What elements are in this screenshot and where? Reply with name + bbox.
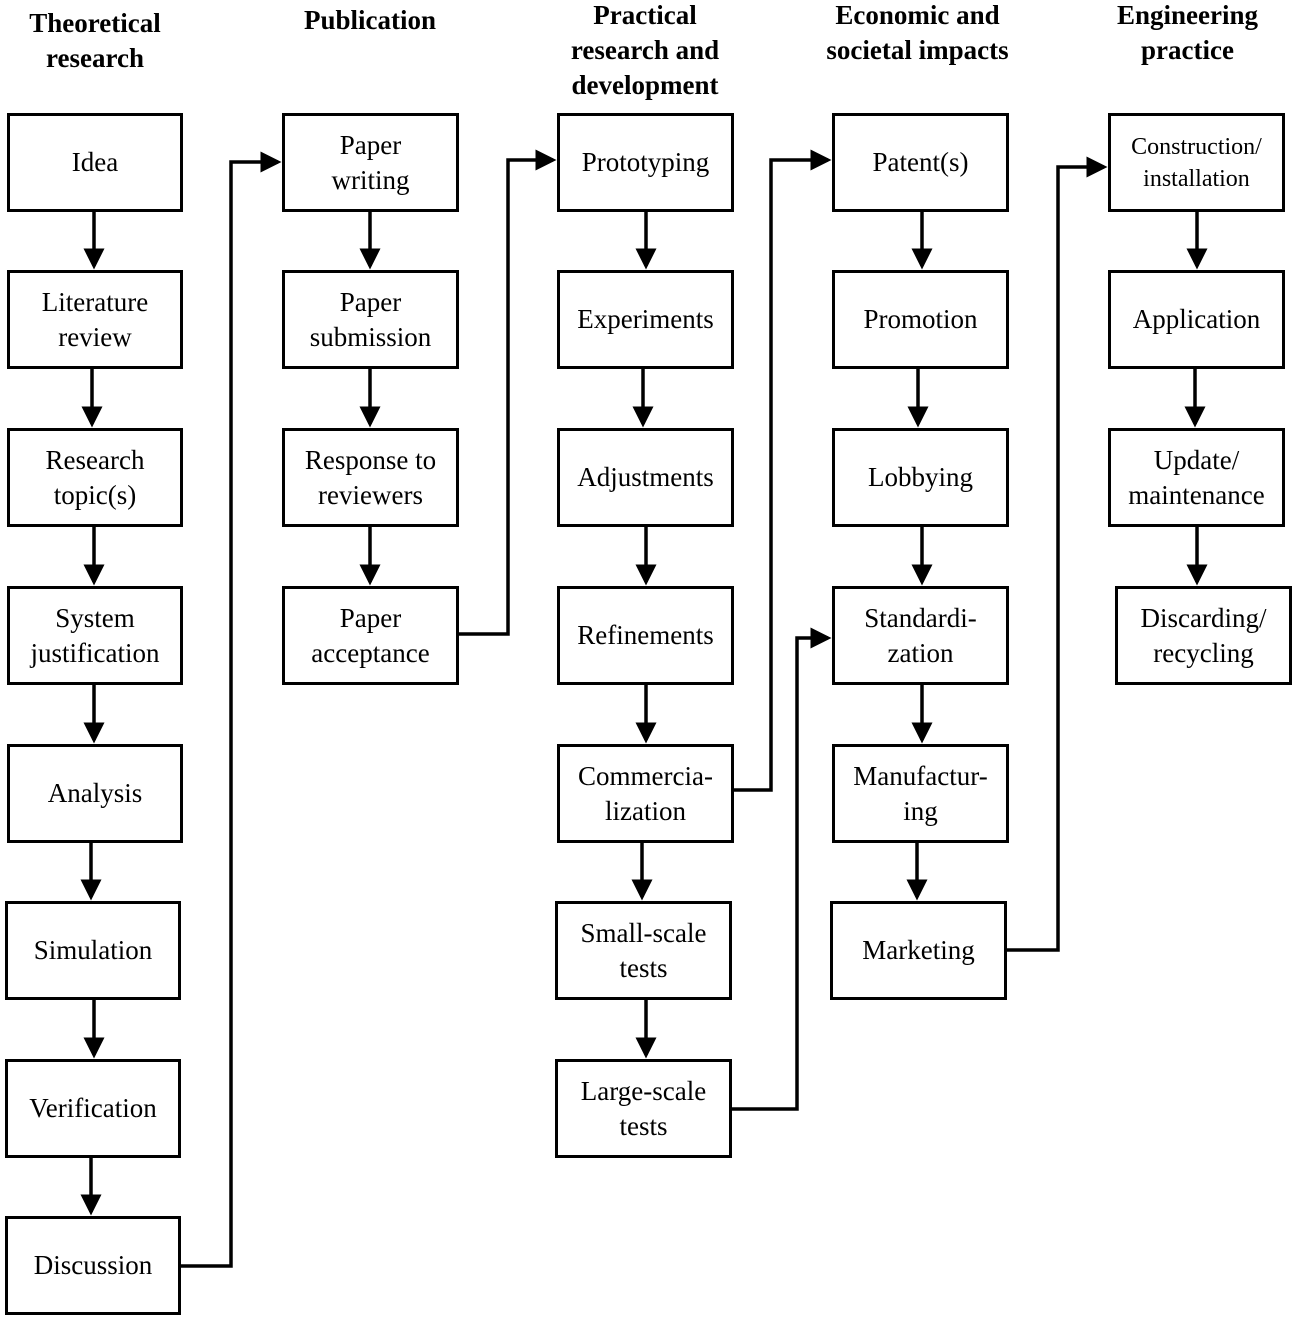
step-marketing: Marketing xyxy=(830,901,1007,1000)
link-commercialization-to-patents xyxy=(734,149,832,792)
step-system-justification: System justification xyxy=(7,586,183,685)
header-practical-rd: Practical research and development xyxy=(570,0,720,100)
step-idea: Idea xyxy=(7,113,183,212)
step-paper-submission: Paper submission xyxy=(282,270,459,369)
step-literature-review: Literature review xyxy=(7,270,183,369)
link-large-tests-to-standardization xyxy=(732,627,832,1111)
step-paper-writing: Paper writing xyxy=(282,113,459,212)
step-construction-installation: Construction/ installation xyxy=(1108,113,1285,212)
step-verification: Verification xyxy=(5,1059,181,1158)
step-prototyping: Prototyping xyxy=(557,113,734,212)
link-acceptance-to-prototyping xyxy=(459,149,557,636)
step-small-scale-tests: Small-scale tests xyxy=(555,901,732,1000)
step-analysis: Analysis xyxy=(7,744,183,843)
header-publication: Publication xyxy=(303,5,437,35)
step-promotion: Promotion xyxy=(832,270,1009,369)
link-discussion-to-paper-writing xyxy=(181,151,282,1268)
step-manufacturing: Manufactur- ing xyxy=(832,744,1009,843)
step-research-topics: Research topic(s) xyxy=(7,428,183,527)
step-simulation: Simulation xyxy=(5,901,181,1000)
step-discussion: Discussion xyxy=(5,1216,181,1315)
step-paper-acceptance: Paper acceptance xyxy=(282,586,459,685)
step-adjustments: Adjustments xyxy=(557,428,734,527)
step-standardization: Standardi- zation xyxy=(832,586,1009,685)
step-lobbying: Lobbying xyxy=(832,428,1009,527)
step-response-to-reviewers: Response to reviewers xyxy=(282,428,459,527)
step-update-maintenance: Update/ maintenance xyxy=(1108,428,1285,527)
step-experiments: Experiments xyxy=(557,270,734,369)
header-engineering-practice: Engineering practice xyxy=(1116,0,1258,65)
link-marketing-to-construction xyxy=(1007,156,1108,952)
header-economic-societal: Economic and societal impacts xyxy=(826,0,1009,65)
step-application: Application xyxy=(1108,270,1285,369)
header-theoretical-research: Theoretical research xyxy=(29,8,161,73)
step-patents: Patent(s) xyxy=(832,113,1009,212)
step-commercialization: Commercia- lization xyxy=(557,744,734,843)
step-discarding-recycling: Discarding/ recycling xyxy=(1115,586,1292,685)
step-large-scale-tests: Large-scale tests xyxy=(555,1059,732,1158)
step-refinements: Refinements xyxy=(557,586,734,685)
